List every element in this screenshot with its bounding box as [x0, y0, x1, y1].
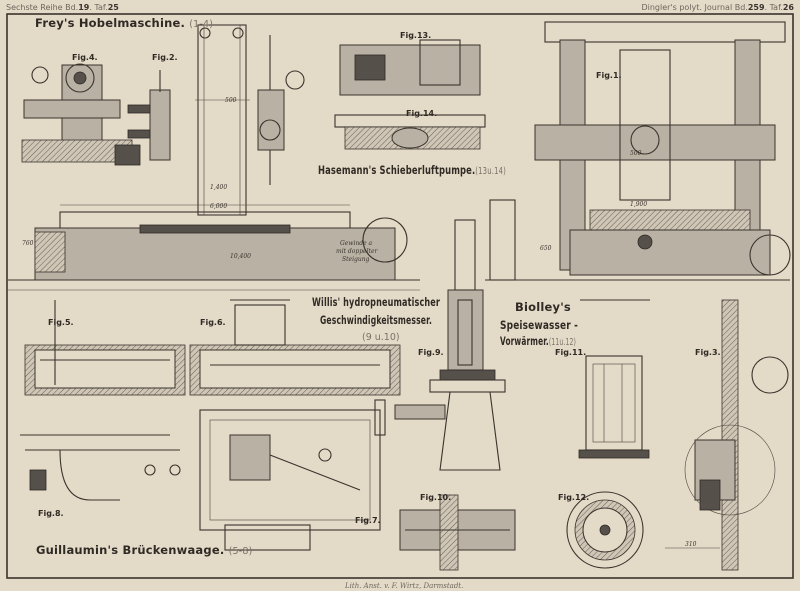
- volume-number: 19: [78, 3, 90, 12]
- label-fig14: Fig.14.: [406, 109, 437, 118]
- figure-reference: (1-4): [189, 19, 213, 30]
- dimension-1900: 1,900: [630, 201, 647, 208]
- title-text: Hasemann's Schieberluftpumpe.: [318, 163, 475, 177]
- figure-reference: (11u.12): [549, 337, 576, 348]
- dimension-500: 500: [225, 97, 237, 104]
- title-biolley-line2: Speisewasser -: [500, 318, 578, 332]
- title-frey-hobelmaschine: Frey's Hobelmaschine. (1-4): [35, 16, 213, 30]
- dimension-500-front: 500: [630, 150, 642, 157]
- plate-number: 25: [107, 3, 119, 12]
- title-willis-line2: Geschwindigkeitsmesser.: [320, 313, 432, 327]
- fig4-drawing: [21, 63, 141, 166]
- dimension-310: 310: [685, 541, 697, 548]
- label-fig6: Fig.6.: [200, 318, 226, 327]
- volume-number: 259: [747, 3, 765, 12]
- label-fig13: Fig.13.: [400, 31, 431, 40]
- title-text: Vorwärmer.: [500, 334, 549, 348]
- title-biolley-line1: Biolley's: [515, 300, 571, 314]
- label-fig4: Fig.4.: [72, 53, 98, 62]
- title-text: Guillaumin's Brückenwaage.: [36, 543, 224, 557]
- label-fig5: Fig.5.: [48, 318, 74, 327]
- fig2-drawing: [127, 70, 171, 161]
- planer-bed-drawing: [8, 204, 420, 281]
- plate-label: . Taf.: [764, 3, 783, 12]
- lithographer-imprint: Lith. Anst. v. F. Wirtz, Darmstadt.: [344, 582, 463, 590]
- label-fig3: Fig.3.: [695, 348, 721, 357]
- plate-label: . Taf.: [89, 3, 108, 12]
- label-fig2: Fig.2.: [152, 53, 178, 62]
- header-journal-info: Dingler's polyt. Journal Bd.259. Taf.26: [641, 3, 794, 12]
- gewinde-note-3: Steigung: [342, 256, 370, 263]
- title-text: Frey's Hobelmaschine.: [35, 16, 185, 30]
- label-fig9: Fig.9.: [418, 348, 444, 357]
- header-series-info: Sechste Reihe Bd.19. Taf.25: [6, 3, 119, 12]
- gewinde-note-2: mit doppelter: [336, 248, 378, 255]
- dimension-760: 760: [22, 240, 34, 247]
- label-fig11: Fig.11.: [555, 348, 586, 357]
- dimension-1400: 1,400: [210, 184, 227, 191]
- fig3-drawing: [665, 299, 789, 571]
- label-fig10: Fig.10.: [420, 493, 451, 502]
- label-fig7: Fig.7.: [355, 516, 381, 525]
- gewinde-note-1: Gewinde a: [340, 240, 373, 247]
- journal-label: Dingler's polyt. Journal Bd.: [641, 3, 748, 12]
- series-label: Sechste Reihe Bd.: [6, 3, 79, 12]
- title-biolley-line3: Vorwärmer.(11u.12): [500, 334, 576, 348]
- label-fig12: Fig.12.: [558, 493, 589, 502]
- willis-figure-reference: (9 u.10): [362, 332, 400, 343]
- title-guillaumin-brueckenwaage: Guillaumin's Brückenwaage. (5-8): [36, 543, 253, 557]
- label-fig8: Fig.8.: [38, 509, 64, 518]
- fig8-fig7-drawings: [20, 409, 381, 551]
- title-hasemann-schieberluftpumpe: Hasemann's Schieberluftpumpe.(13u.14): [318, 163, 506, 177]
- fig11-fig12-drawings: [566, 299, 650, 569]
- fig5-fig6-drawings: [24, 299, 401, 396]
- tool-head-drawing: [257, 35, 305, 185]
- label-fig1: Fig.1.: [596, 71, 622, 80]
- plate-border: [6, 13, 794, 579]
- figure-reference: (5-8): [229, 546, 253, 557]
- fig9-fig10-drawings: [374, 219, 516, 571]
- fig1-front-view: [485, 21, 791, 281]
- fig1-side-column: [195, 24, 250, 216]
- figure-reference: (13u.14): [475, 166, 506, 177]
- dimension-10400: 10,400: [230, 253, 251, 260]
- plate-number: 26: [782, 3, 794, 12]
- title-willis-line1: Willis' hydropneumatischer: [312, 295, 440, 309]
- dimension-650: 650: [540, 245, 552, 252]
- hasemann-pump-drawings: [334, 39, 486, 150]
- dimension-6000: 6,000: [210, 203, 227, 210]
- frey-planer-drawings: 500 1,400 6,000 10,400 760 Gewinde a mit…: [8, 24, 420, 281]
